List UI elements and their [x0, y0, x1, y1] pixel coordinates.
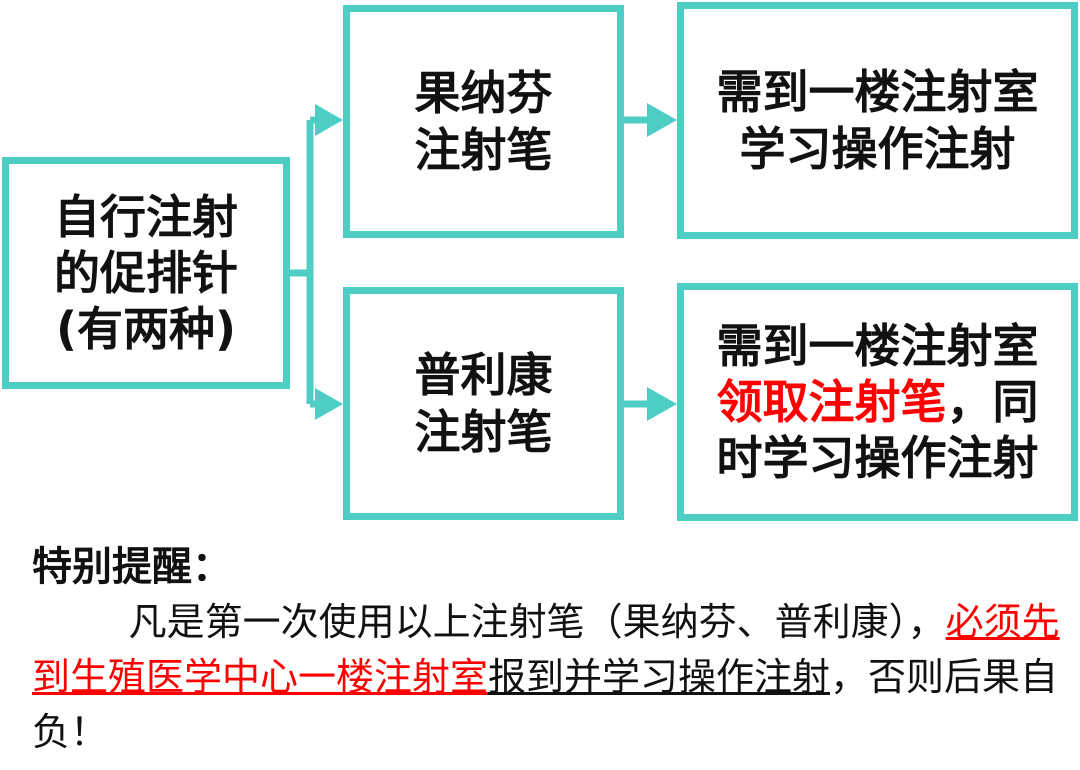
arrowhead-top — [315, 104, 343, 136]
pen-pulikang-line-2: 注射笔 — [414, 404, 553, 459]
pen-box-guonafen: 果纳芬 注射笔 — [343, 5, 624, 238]
result-box-pulikang: 需到一楼注射室 领取注射笔，同 时学习操作注射 — [677, 283, 1078, 521]
result-top-line-1: 需到一楼注射室 — [716, 65, 1039, 120]
pen-guonafen-line-1: 果纳芬 — [414, 66, 553, 121]
arrowhead-right-top — [647, 103, 677, 137]
reminder-red-highlight: 必须先到生殖医学中心一楼注射室 — [32, 600, 1060, 699]
result-bottom-line-2-rest: ，同 — [946, 374, 1039, 429]
special-reminder: 特别提醒： 凡是第一次使用以上注射笔（果纳芬、普利康），必须先到生殖医学中心一楼… — [32, 540, 1072, 760]
result-bottom-highlight: 领取注射笔 — [716, 374, 947, 429]
reminder-title: 特别提醒： — [32, 544, 232, 590]
result-box-guonafen: 需到一楼注射室 学习操作注射 — [677, 2, 1078, 239]
pen-guonafen-line-2: 注射笔 — [414, 122, 553, 177]
result-bottom-line-3: 时学习操作注射 — [716, 431, 1039, 486]
source-line-2: 的促排针 — [54, 245, 238, 300]
reminder-body: 凡是第一次使用以上注射笔（果纳芬、普利康），必须先到生殖医学中心一楼注射室报到并… — [32, 595, 1072, 760]
reminder-text-1: 凡是第一次使用以上注射笔（果纳芬、普利康）， — [128, 600, 946, 644]
reminder-underlined: 报到并学习操作注射 — [488, 655, 831, 699]
source-line-3: (有两种) — [55, 302, 237, 357]
result-top-line-2: 学习操作注射 — [739, 121, 1016, 176]
result-bottom-line-1: 需到一楼注射室 — [716, 318, 1039, 373]
arrowhead-bottom — [315, 388, 343, 420]
pen-pulikang-line-1: 普利康 — [414, 348, 553, 403]
arrowhead-right-bottom — [647, 387, 677, 421]
reminder-tail: ，否则后果自负！ — [32, 655, 1059, 754]
source-box-self-injection: 自行注射 的促排针 (有两种) — [2, 157, 290, 389]
source-line-1: 自行注射 — [54, 189, 238, 244]
pen-box-pulikang: 普利康 注射笔 — [343, 287, 624, 520]
result-bottom-line-2: 领取注射笔，同 — [717, 374, 1039, 430]
